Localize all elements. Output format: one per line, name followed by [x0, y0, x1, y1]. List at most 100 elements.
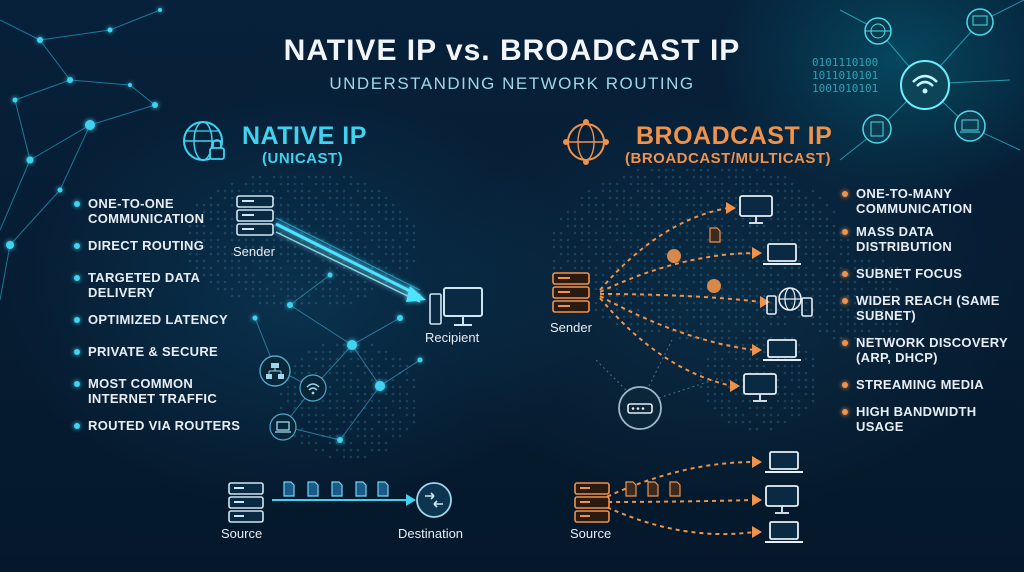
map-dot [244, 238, 248, 242]
map-dot [797, 308, 801, 312]
map-dot [755, 182, 759, 186]
map-dot [405, 252, 409, 256]
map-dot [748, 329, 752, 333]
map-dot [748, 266, 752, 270]
map-dot [328, 189, 332, 193]
map-dot [839, 280, 843, 284]
map-dot [265, 189, 269, 193]
map-dot [741, 364, 745, 368]
native-feature-item: ROUTED VIA ROUTERS [74, 418, 244, 433]
map-dot [300, 196, 304, 200]
map-dot [370, 196, 374, 200]
map-dot [608, 280, 612, 284]
map-dot [762, 420, 766, 424]
map-dot [356, 224, 360, 228]
map-dot [762, 364, 766, 368]
map-dot [853, 294, 857, 298]
map-dot [790, 371, 794, 375]
map-dot [328, 217, 332, 221]
map-dot [244, 245, 248, 249]
map-dot [265, 238, 269, 242]
map-dot [776, 189, 780, 193]
map-dot [720, 371, 724, 375]
map-dot [258, 189, 262, 193]
map-dot [370, 266, 374, 270]
map-dot [797, 196, 801, 200]
map-dot [783, 224, 787, 228]
map-dot [699, 378, 703, 382]
map-dot [839, 252, 843, 256]
native-source-label: Source [221, 526, 263, 541]
map-dot [265, 182, 269, 186]
map-dot [769, 182, 773, 186]
map-dot [825, 287, 829, 291]
map-dot [307, 189, 311, 193]
map-dot [209, 210, 213, 214]
map-dot [615, 294, 619, 298]
map-dot [251, 294, 255, 298]
map-dot [202, 210, 206, 214]
map-dot [713, 259, 717, 263]
map-dot [776, 392, 780, 396]
map-dot [601, 217, 605, 221]
map-dot [398, 392, 402, 396]
map-dot [384, 245, 388, 249]
map-dot [790, 224, 794, 228]
map-dot [678, 245, 682, 249]
map-dot [580, 266, 584, 270]
map-dot [258, 287, 262, 291]
map-dot [650, 203, 654, 207]
map-dot [692, 280, 696, 284]
map-dot [391, 245, 395, 249]
map-dot [335, 343, 339, 347]
monitor-icon [765, 485, 799, 514]
map-dot [797, 406, 801, 410]
map-dot [699, 308, 703, 312]
map-dot [349, 231, 353, 235]
binary-line: 1001010101 [812, 82, 879, 95]
map-dot [748, 406, 752, 410]
map-dot [314, 406, 318, 410]
map-dot [321, 273, 325, 277]
map-dot [195, 224, 199, 228]
map-dot [713, 182, 717, 186]
map-dot [741, 189, 745, 193]
map-dot [783, 210, 787, 214]
map-dot [384, 266, 388, 270]
laptop-icon [765, 521, 803, 543]
map-dot [671, 182, 675, 186]
map-dot [615, 217, 619, 221]
map-dot [846, 329, 850, 333]
map-dot [300, 182, 304, 186]
map-dot [328, 287, 332, 291]
map-dot [720, 189, 724, 193]
map-dot [748, 427, 752, 431]
map-dot [804, 308, 808, 312]
map-dot [650, 322, 654, 326]
map-dot [342, 175, 346, 179]
map-dot [293, 175, 297, 179]
map-dot [741, 294, 745, 298]
map-dot [594, 245, 598, 249]
map-dot [804, 252, 808, 256]
map-dot [776, 182, 780, 186]
native-destination-label: Destination [398, 526, 464, 541]
map-dot [405, 399, 409, 403]
map-dot [783, 182, 787, 186]
map-dot [650, 287, 654, 291]
map-dot [657, 259, 661, 263]
map-dot [769, 175, 773, 179]
broadcast-title: BROADCAST IP [636, 122, 833, 150]
map-dot [769, 238, 773, 242]
map-dot [594, 238, 598, 242]
native-feature-item: ONE-TO-ONE COMMUNICATION [74, 196, 244, 226]
map-dot [643, 252, 647, 256]
map-dot [230, 203, 234, 207]
map-dot [727, 378, 731, 382]
map-dot [734, 203, 738, 207]
map-dot [622, 175, 626, 179]
map-dot [300, 427, 304, 431]
map-dot [762, 231, 766, 235]
map-dot [727, 301, 731, 305]
document-packets [625, 481, 681, 497]
